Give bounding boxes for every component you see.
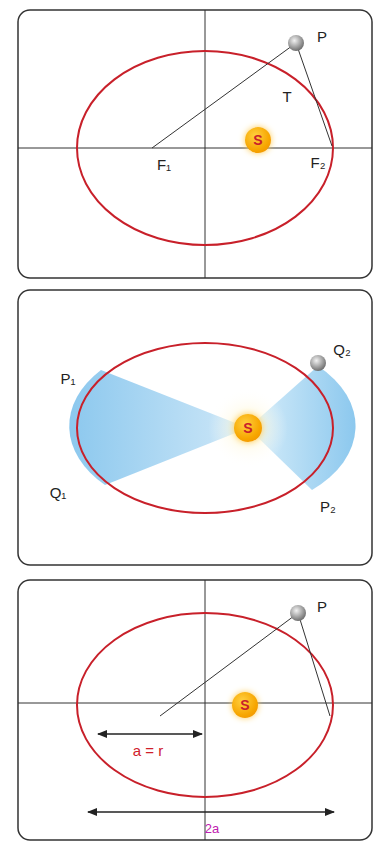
sun-label: S bbox=[240, 698, 249, 712]
diagram-label: P₁ bbox=[60, 371, 75, 386]
diagram-label: P bbox=[317, 599, 327, 614]
diagram-label: Q₁ bbox=[50, 485, 67, 500]
sun-circle: S bbox=[232, 692, 258, 718]
diagram-label: P₂ bbox=[320, 499, 336, 514]
diagram-label: T bbox=[282, 89, 291, 104]
diagram-label: Q₂ bbox=[333, 342, 351, 357]
sun-label: S bbox=[253, 133, 262, 147]
sun-circle: S bbox=[234, 414, 262, 442]
sun-circle: S bbox=[245, 127, 271, 153]
diagram-label: F₂ bbox=[311, 155, 326, 170]
diagram-label: a = r bbox=[133, 743, 163, 758]
diagram-label: F₁ bbox=[157, 157, 171, 172]
diagram-label: P bbox=[317, 29, 327, 44]
diagram-label: 2a bbox=[205, 822, 219, 835]
sun-label: S bbox=[243, 421, 252, 435]
